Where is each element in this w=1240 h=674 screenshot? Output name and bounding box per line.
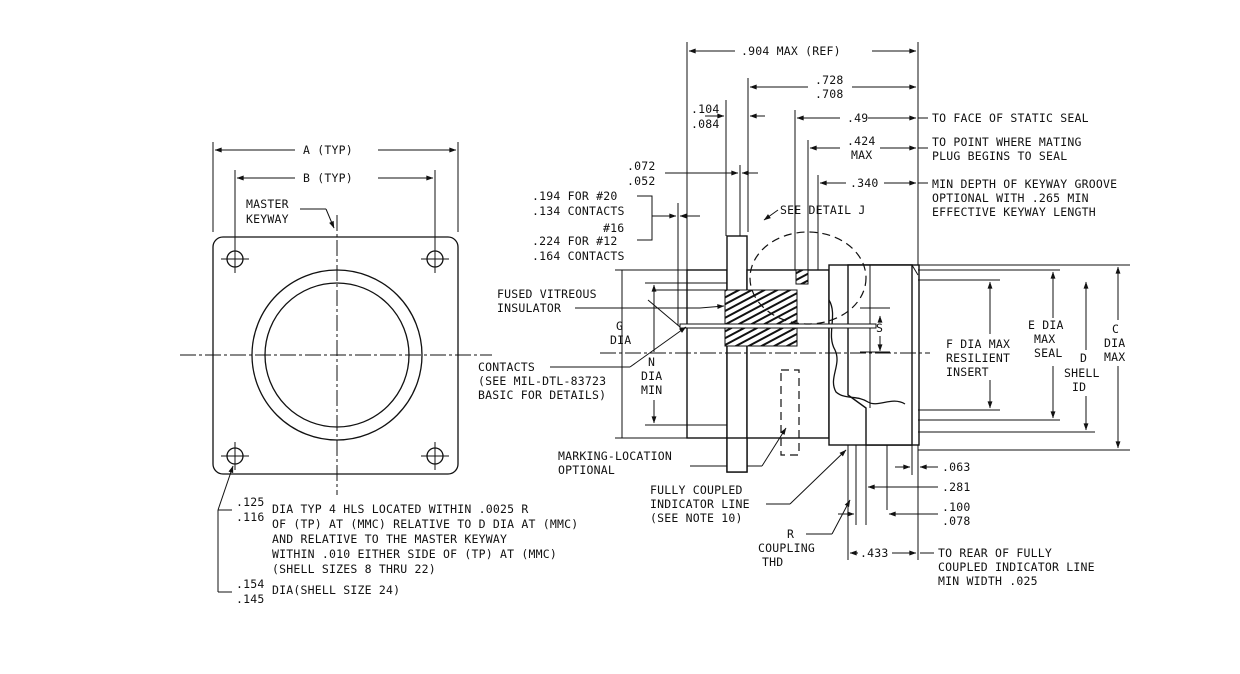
master-keyway-label: MASTER KEYWAY bbox=[246, 197, 296, 226]
detail-j-circle bbox=[749, 231, 867, 325]
mounting-hole bbox=[421, 442, 449, 470]
hole24-note: DIA(SHELL SIZE 24) bbox=[272, 583, 400, 597]
r-coupling: R COUPLING THD bbox=[758, 527, 822, 569]
side-view: .904 MAX (REF) .728 .708 .104 .084 .49 T… bbox=[478, 42, 1133, 588]
see-detail-j: SEE DETAIL J bbox=[780, 203, 865, 217]
indicator-label: FULLY COUPLED INDICATOR LINE (SEE NOTE 1… bbox=[650, 483, 757, 525]
contact-pin bbox=[679, 323, 877, 329]
g-dia: G DIA bbox=[610, 319, 631, 347]
flange-plate bbox=[726, 235, 748, 473]
d-shell: D SHELL ID bbox=[1064, 351, 1107, 394]
insert-thread bbox=[724, 289, 798, 347]
insulator-label: FUSED VITREOUS INSULATOR bbox=[497, 287, 604, 315]
marking-label: MARKING-LOCATION OPTIONAL bbox=[558, 449, 679, 477]
dim-b-label: B (TYP) bbox=[303, 171, 353, 185]
hole-dia-lower: .116 bbox=[236, 510, 265, 524]
dim-072: .072 bbox=[627, 159, 656, 173]
mounting-hole bbox=[221, 442, 249, 470]
f-dia: F DIA MAX RESILIENT INSERT bbox=[946, 337, 1017, 379]
dim-728: .728 bbox=[815, 73, 844, 87]
n-dia: N DIA MIN bbox=[641, 355, 670, 397]
contacts-16: #16 bbox=[603, 221, 624, 235]
dim-340: .340 bbox=[850, 176, 879, 190]
dim-281: .281 bbox=[942, 480, 971, 494]
s-label: S bbox=[876, 321, 883, 335]
note-static-seal: TO FACE OF STATIC SEAL bbox=[932, 111, 1089, 125]
hole-note: DIA TYP 4 HLS LOCATED WITHIN .0025 R OF … bbox=[272, 502, 585, 576]
contacts-label: CONTACTS (SEE MIL-DTL-83723 BASIC FOR DE… bbox=[478, 360, 613, 402]
c-dia: C DIA MAX bbox=[1104, 322, 1133, 364]
dim-078: .078 bbox=[942, 514, 971, 528]
contacts-20: .194 FOR #20 .134 CONTACTS bbox=[532, 189, 625, 218]
contacts-12: .224 FOR #12 .164 CONTACTS bbox=[532, 234, 625, 263]
dim-433: .433 bbox=[860, 546, 889, 560]
note-mating: TO POINT WHERE MATING PLUG BEGINS TO SEA… bbox=[932, 135, 1089, 163]
e-dia: E DIA MAX SEAL bbox=[1028, 318, 1071, 360]
note-rear: TO REAR OF FULLY COUPLED INDICATOR LINE … bbox=[938, 546, 1102, 588]
hole-dia-upper: .125 bbox=[236, 495, 265, 509]
dim-904: .904 MAX (REF) bbox=[741, 44, 841, 58]
rear-body bbox=[686, 269, 728, 439]
dim-424: .424 bbox=[847, 134, 876, 148]
note-keyway: MIN DEPTH OF KEYWAY GROOVE OPTIONAL WITH… bbox=[932, 177, 1124, 219]
dim-063: .063 bbox=[942, 460, 971, 474]
hole24-dia-lower: .145 bbox=[236, 592, 265, 606]
dim-424-max: MAX bbox=[851, 148, 872, 162]
mounting-hole bbox=[421, 245, 449, 273]
mounting-hole bbox=[221, 245, 249, 273]
dim-100: .100 bbox=[942, 500, 971, 514]
dim-084: .084 bbox=[691, 117, 720, 131]
front-view: A (TYP) B (TYP) MASTER KEYWAY .125 .116 … bbox=[180, 142, 585, 606]
dim-104: .104 bbox=[691, 102, 720, 116]
dim-49: .49 bbox=[847, 111, 868, 125]
dim-a-label: A (TYP) bbox=[303, 143, 353, 157]
dim-052: .052 bbox=[627, 174, 656, 188]
hole24-dia-upper: .154 bbox=[236, 577, 265, 591]
dim-708: .708 bbox=[815, 87, 844, 101]
